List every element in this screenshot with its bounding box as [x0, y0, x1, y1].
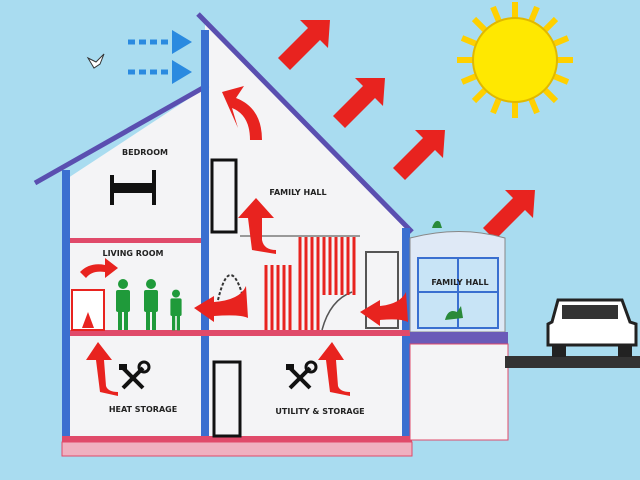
- label-utility-storage: UTILITY & STORAGE: [275, 407, 364, 416]
- interior-door: [365, 251, 399, 329]
- label-family-hall-upper: FAMILY HALL: [269, 188, 326, 197]
- airflow-arrow-icon: [128, 39, 175, 75]
- fireplace-icon: [71, 289, 105, 331]
- label-family-hall-sunroom: FAMILY HALL: [431, 278, 488, 287]
- solar-ray-arrow-icon: [278, 20, 330, 70]
- bird-icon: [86, 53, 105, 69]
- arch: [217, 274, 245, 301]
- foundation: [61, 441, 413, 457]
- floors: [62, 238, 412, 442]
- driveway: [505, 356, 640, 368]
- airflow-arrowhead-icon: [172, 30, 192, 54]
- door: [212, 360, 242, 438]
- sun-icon: [457, 2, 573, 118]
- main-roof: [196, 12, 414, 234]
- label-living-room: LIVING ROOM: [102, 249, 163, 258]
- cat-icon: [445, 306, 463, 320]
- sunroom-floor: [410, 332, 508, 344]
- solar-ray-arrow-icon: [483, 190, 535, 240]
- label-bedroom: BEDROOM: [122, 148, 168, 157]
- bed-icon: [110, 170, 156, 205]
- solar-ray-arrow-icon: [333, 78, 385, 128]
- car-icon: [546, 298, 638, 357]
- sunroom-base: [409, 343, 509, 441]
- heat-flow-arrow-icon: [80, 86, 408, 396]
- cat-icon: [432, 220, 442, 228]
- label-heat-storage: HEAT STORAGE: [109, 405, 177, 414]
- left-roof: [33, 82, 210, 186]
- airflow-arrowhead-icon: [172, 60, 192, 84]
- staircase: [264, 236, 356, 330]
- solar-ray-arrow-icon: [393, 130, 445, 180]
- door: [210, 158, 238, 234]
